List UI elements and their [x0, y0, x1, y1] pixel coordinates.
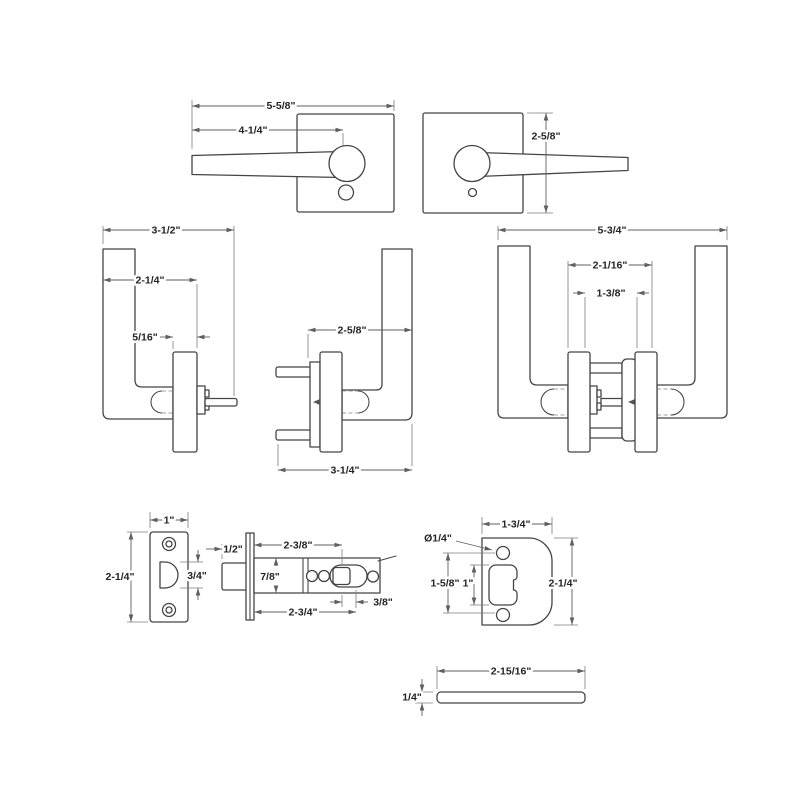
dim-label-backset-long: 2-3/4" — [289, 607, 318, 619]
dim-label-width: 1" — [164, 515, 175, 527]
lever-handle — [191, 150, 343, 179]
leader-line-screw-hole — [455, 540, 493, 551]
hub-tab — [596, 402, 602, 411]
dim-label-width: 1-3/4" — [502, 519, 531, 531]
spindle-hole — [332, 566, 351, 586]
latch-tail — [377, 555, 397, 562]
neck-section-arc — [357, 390, 370, 414]
dim-label-overall: 3-1/2" — [152, 225, 181, 237]
turn-button-hole — [337, 184, 355, 201]
strike-edge-strip — [436, 691, 586, 704]
dim-label-throw: 1/2" — [223, 544, 243, 556]
body-hole — [366, 570, 380, 583]
body-hole — [305, 569, 319, 583]
screw-hole-inner — [165, 606, 173, 614]
lever-profile-left — [497, 245, 569, 419]
dim-label-overall: 3-1/4" — [331, 465, 360, 477]
view-lever-side-posts: 2-5/8" 3-1/4" — [275, 248, 413, 479]
dim-label-hole-spacing: 1-5/8" — [431, 578, 460, 590]
spindle-pointer-icon — [628, 399, 635, 405]
dim-label-inner-span: 1-3/8" — [597, 288, 626, 300]
view-lever-side: 3-1/2" 2-1/4" 5/16" — [102, 222, 238, 453]
neck-section-arc — [540, 388, 555, 416]
dim-label-adjustment: 3/8" — [373, 597, 393, 609]
hub-tab — [596, 389, 602, 398]
dim-label-height: 2-5/8" — [532, 131, 561, 143]
latch-opening — [159, 561, 179, 589]
lever-profile-right — [656, 245, 728, 419]
mounting-plate — [309, 361, 321, 448]
latch-bolt — [221, 562, 249, 591]
dim-label-screw-hole: Ø1/4" — [424, 533, 452, 545]
lever-boss — [453, 144, 491, 183]
dim-label-overall: 5-5/8" — [267, 100, 296, 112]
mounting-post — [275, 366, 313, 378]
dim-label-opening-height: 1" — [463, 578, 474, 590]
screw-hole — [495, 607, 511, 623]
screw-hole-inner — [165, 540, 173, 548]
lever-boss — [328, 144, 366, 183]
view-latch-faceplate: 1" 2-1/4" 3/4" — [103, 512, 209, 623]
neck-section-arc — [150, 390, 163, 414]
spindle-pointer-icon — [313, 399, 320, 405]
neck-section-arc — [670, 388, 685, 416]
dim-label-height: 2-1/4" — [106, 571, 135, 583]
dim-label-diameter: 7/8" — [260, 571, 280, 583]
dim-label-length: 2-15/16" — [491, 666, 532, 678]
hub — [196, 385, 206, 415]
hub — [589, 385, 598, 415]
mounting-post — [589, 362, 623, 374]
rose-edge — [319, 351, 343, 453]
rose-edge-left — [567, 351, 591, 453]
spindle — [600, 397, 623, 407]
dim-label-thickness: 1/4" — [402, 692, 422, 704]
mounting-post — [275, 429, 313, 441]
dim-label-projection: 2-1/4" — [136, 275, 165, 287]
view-lever-front-right: 2-5/8" — [422, 112, 629, 214]
view-strike-plate: Ø1/4" 1-3/4" 1-5/8" 1" 2-1/4" — [422, 516, 580, 626]
view-latch-bolt: 1/2" 2-3/8" 7/8" 2-3/4" 3/8" — [206, 532, 397, 621]
body-hole — [317, 569, 331, 583]
strike-opening — [488, 564, 518, 606]
dim-label-rose-thickness: 5/16" — [132, 332, 157, 344]
dim-label-overall: 5-3/4" — [598, 225, 627, 237]
mounting-post — [589, 427, 623, 439]
screw-hole — [495, 545, 511, 561]
dim-label-height: 2-1/4" — [549, 578, 578, 590]
view-strike-edge: 2-15/16" 1/4" — [400, 663, 586, 716]
dim-label-projection: 2-5/8" — [338, 325, 367, 337]
spindle — [204, 397, 238, 407]
rose-edge-right — [634, 351, 658, 453]
dim-label-outer-span: 2-1/16" — [593, 260, 628, 272]
lever-handle — [477, 151, 629, 178]
hub-tab — [204, 389, 210, 398]
dim-label-center-dist: 4-1/4" — [239, 125, 268, 137]
rose-edge — [172, 351, 198, 453]
turn-button-hole — [467, 187, 478, 198]
dim-label-hole-height: 3/4" — [187, 570, 207, 582]
view-assembly: 5-3/4" 2-1/16" 1-3/8" — [497, 222, 728, 453]
view-lever-front-left: 5-5/8" 4-1/4" — [191, 98, 395, 213]
dim-label-backset-short: 2-3/8" — [284, 540, 313, 552]
